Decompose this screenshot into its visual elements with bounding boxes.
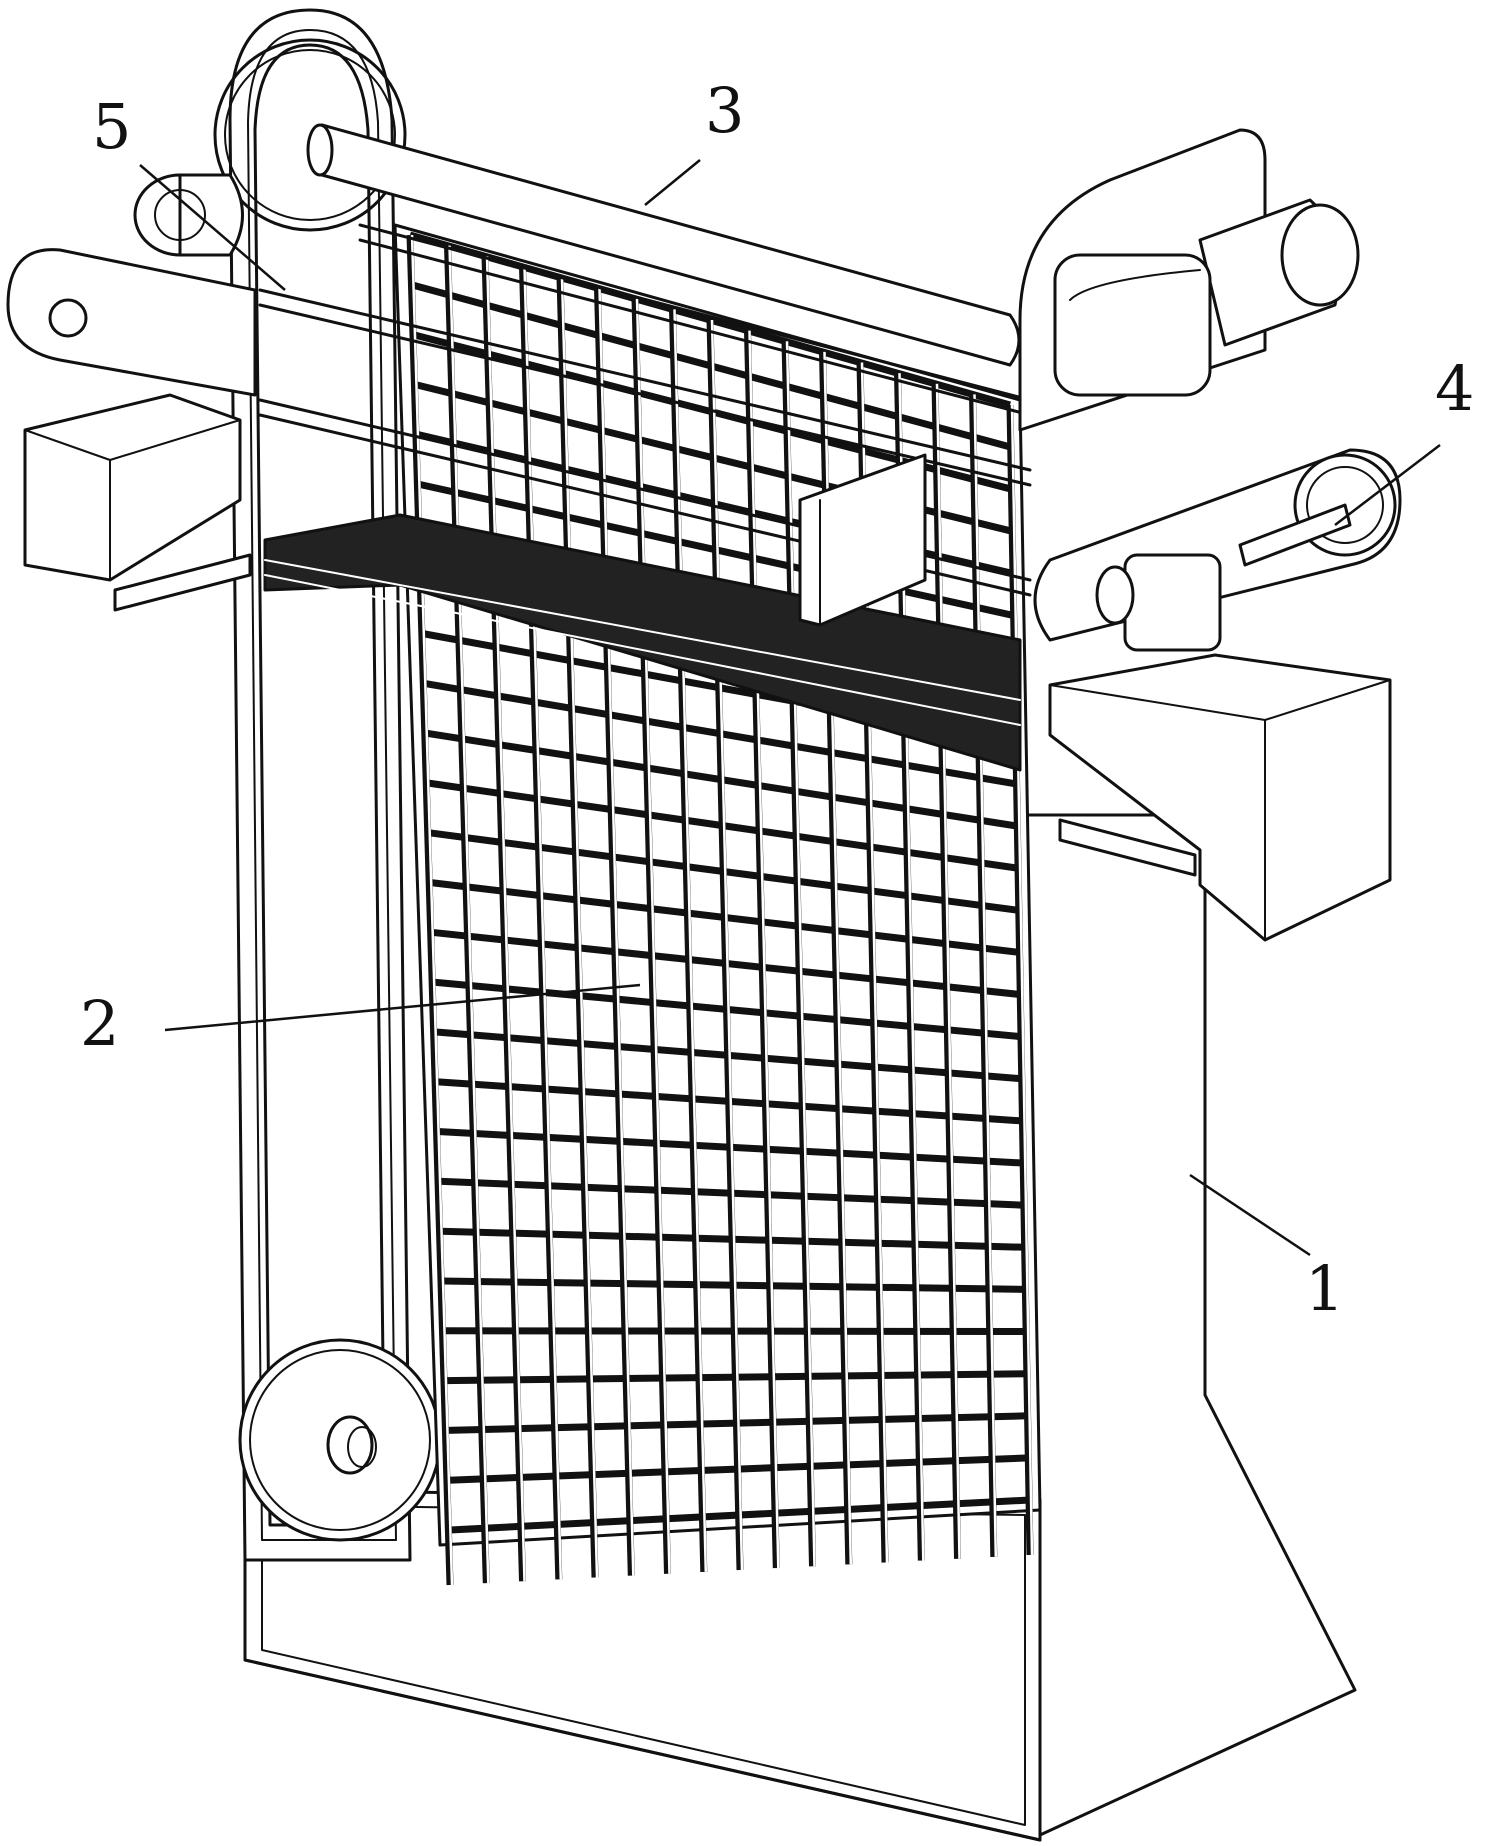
mesh-vertical-highlight	[1010, 404, 1034, 1556]
reference-labels: 1 2 3 4 5	[80, 74, 1474, 1325]
left-chain-tower	[213, 8, 442, 1562]
label-2: 2	[80, 987, 119, 1060]
mesh-vertical-bar	[744, 330, 780, 1569]
leader-5	[139, 164, 286, 291]
mesh-vertical-highlight	[598, 288, 635, 1576]
mesh-horizontal-bar	[410, 281, 1012, 451]
mesh-vertical-bar	[556, 277, 599, 1578]
mesh-vertical-bar	[406, 234, 454, 1586]
rake-comb	[263, 513, 1022, 772]
mesh-vertical-bar	[969, 394, 998, 1557]
mesh-horizontal-bar	[423, 679, 1018, 788]
leader-lines	[139, 159, 1441, 1257]
mesh-horizontal-bar	[428, 829, 1020, 914]
left-drive-arm	[6, 173, 257, 612]
mesh-vertical-bar	[1006, 404, 1034, 1556]
frame-housing	[243, 813, 1357, 1842]
mesh-vertical-bar	[669, 309, 708, 1572]
leader-4	[1334, 444, 1441, 526]
leader-3	[644, 159, 701, 206]
mesh-vertical-bar	[481, 256, 526, 1582]
label-5: 5	[92, 90, 131, 163]
mesh-vertical-highlight	[710, 319, 744, 1571]
mesh-vertical-highlight	[560, 277, 599, 1578]
mesh-horizontal-bar	[429, 879, 1021, 956]
mesh-vertical-bar	[444, 245, 490, 1584]
mesh-vertical-highlight	[785, 341, 816, 1567]
mesh-horizontal-bar	[431, 928, 1022, 999]
top-sprocket	[213, 38, 407, 232]
leader-2	[164, 983, 641, 1032]
bottom-sprocket	[238, 1338, 442, 1542]
mesh-vertical-highlight	[523, 266, 563, 1580]
mesh-vertical-bar	[594, 288, 635, 1576]
scraper-plate	[798, 453, 927, 627]
mesh-vertical-bar	[631, 298, 671, 1574]
mesh-vertical-bar	[781, 341, 816, 1567]
mesh-vertical-highlight	[935, 383, 961, 1559]
leader-1	[1189, 1173, 1311, 1257]
mesh-vertical-highlight	[410, 234, 454, 1586]
mesh-vertical-bar	[931, 383, 961, 1559]
label-1: 1	[1305, 1252, 1344, 1325]
label-3: 3	[705, 74, 744, 147]
mesh-vertical-highlight	[748, 330, 780, 1569]
mesh-vertical-highlight	[448, 245, 490, 1584]
mesh-horizontal-bar	[424, 729, 1019, 830]
mesh-grid-lines	[406, 231, 1034, 1586]
mesh-vertical-highlight	[673, 309, 708, 1572]
mesh-vertical-highlight	[973, 394, 998, 1557]
mesh-vertical-bar	[706, 319, 744, 1571]
top-crossbar	[306, 123, 1021, 367]
screen-mesh	[393, 223, 1042, 1586]
right-drive-unit	[1018, 128, 1402, 942]
mesh-vertical-highlight	[485, 256, 526, 1582]
mesh-horizontal-bar	[426, 779, 1020, 872]
label-4: 4	[1435, 352, 1474, 425]
mesh-horizontal-bar	[416, 480, 1015, 620]
mesh-vertical-highlight	[635, 298, 671, 1574]
mesh-vertical-bar	[519, 266, 563, 1580]
